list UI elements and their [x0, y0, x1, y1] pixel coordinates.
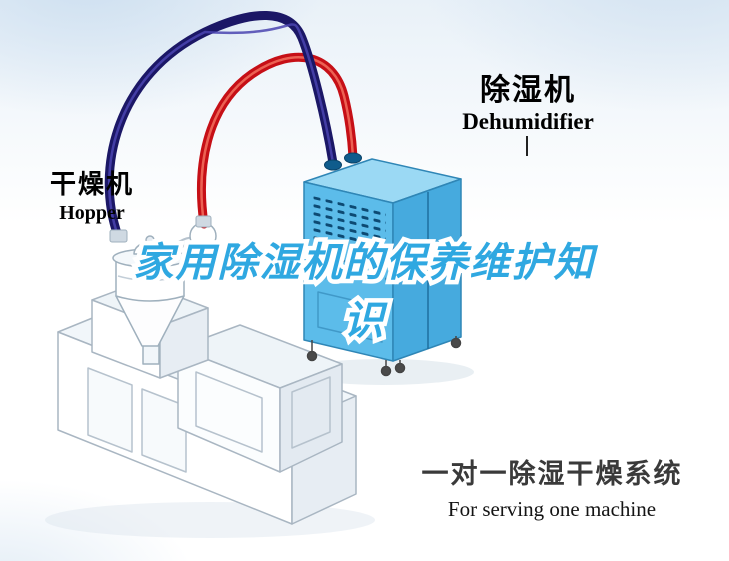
pipe-connectors [109, 152, 362, 243]
dehumidifier-label-en: Dehumidifier [462, 109, 594, 134]
hopper-knob [145, 235, 155, 245]
system-caption: 一对一除湿干燥系统 For serving one machine [406, 452, 698, 522]
main-title-line1-text: 家用除湿机的保养维护知 [133, 241, 596, 285]
cyclone-elbow-connector [195, 215, 212, 228]
dehumidifier-label: 除湿机 Dehumidifier [440, 74, 616, 135]
dehumidifier-unit [303, 158, 462, 362]
cyclone-cone [192, 246, 214, 273]
main-title: 家用除湿机的保养维护知 家用除湿机的保养维护知 识 识 [0, 234, 729, 350]
hopper-label: 干燥机 Hopper [40, 170, 144, 225]
caster-wheel [394, 362, 406, 374]
main-title-line2-outline: 识 [339, 295, 388, 348]
machine-door-panel [291, 376, 331, 449]
caster-wheel [450, 337, 462, 349]
dehumidifier-outlet-port [344, 152, 362, 164]
main-title-line1: 家用除湿机的保养维护知 家用除湿机的保养维护知 [0, 234, 729, 292]
pipe-red [197, 52, 358, 229]
dehumidifier-pointer-line [526, 136, 528, 156]
machine-door-panel [141, 388, 187, 473]
main-title-line1-outline: 家用除湿机的保养维护知 [129, 237, 598, 290]
lower-panel-outline [317, 291, 383, 343]
main-title-line2-text: 识 [343, 299, 386, 343]
hopper-label-en: Hopper [59, 201, 125, 224]
pipe-navy [104, 11, 338, 241]
caster-wheel [306, 350, 318, 362]
hopper-label-cn: 干燥机 [49, 169, 134, 199]
door-handle [433, 255, 438, 271]
vent-grille [312, 196, 386, 283]
hopper-dryer [112, 222, 217, 365]
hopper-elbow-connector [109, 229, 128, 243]
caster-wheels [306, 336, 462, 377]
system-caption-cn: 一对一除湿干燥系统 [421, 459, 683, 489]
dehumidifier-side-face [392, 178, 462, 362]
system-caption-en: For serving one machine [447, 497, 657, 521]
machine-door-panel [87, 367, 133, 453]
dehumidifier-inlet-port [324, 159, 342, 171]
main-title-line2: 识 识 [0, 292, 729, 350]
machine-door-panel [195, 371, 263, 453]
caster-wheel [380, 365, 392, 377]
dehumidifier-label-cn: 除湿机 [480, 74, 576, 107]
